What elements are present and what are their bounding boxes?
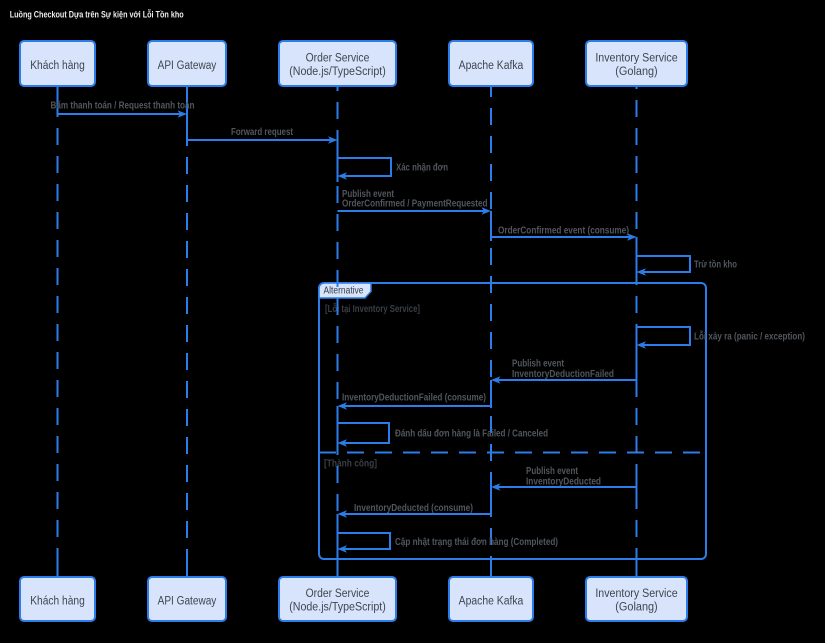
svg-text:Cập nhật trạng thái đơn hàng (: Cập nhật trạng thái đơn hàng (Completed) [395, 537, 558, 548]
svg-text:API Gateway: API Gateway [158, 60, 217, 72]
svg-text:Inventory Service: Inventory Service [595, 53, 677, 65]
svg-text:Đánh dấu đơn hàng là Failed /: Đánh dấu đơn hàng là Failed / Canceled [395, 428, 548, 440]
svg-text:Apache Kafka: Apache Kafka [459, 60, 524, 72]
svg-text:Publish event: Publish event [512, 359, 565, 370]
svg-text:InventoryDeductionFailed (cons: InventoryDeductionFailed (consume) [342, 393, 486, 404]
svg-text:OrderConfirmed event (consume): OrderConfirmed event (consume) [498, 226, 629, 237]
svg-text:API Gateway: API Gateway [158, 596, 217, 608]
svg-text:(Node.js/TypeScript): (Node.js/TypeScript) [289, 66, 386, 78]
svg-text:InventoryDeductionFailed: InventoryDeductionFailed [512, 369, 614, 380]
svg-text:Order Service: Order Service [306, 53, 370, 65]
svg-text:Xác nhận đơn: Xác nhận đơn [396, 163, 448, 174]
svg-text:Alternative: Alternative [324, 286, 364, 297]
svg-text:(Golang): (Golang) [615, 602, 658, 614]
svg-text:(Node.js/TypeScript): (Node.js/TypeScript) [289, 602, 386, 614]
svg-text:[Lỗi tại Inventory Service]: [Lỗi tại Inventory Service] [325, 302, 420, 315]
svg-text:Forward request: Forward request [231, 127, 294, 138]
svg-text:Inventory Service: Inventory Service [595, 588, 677, 600]
svg-text:Apache Kafka: Apache Kafka [459, 596, 524, 608]
svg-text:Luồng Checkout Dựa trên Sự kiệ: Luồng Checkout Dựa trên Sự kiện với Lỗi … [10, 10, 184, 21]
svg-text:Publish event: Publish event [342, 189, 395, 200]
svg-text:[Thành công]: [Thành công] [324, 458, 377, 470]
svg-text:Lỗi xảy ra (panic / exception): Lỗi xảy ra (panic / exception) [694, 330, 805, 343]
svg-text:OrderConfirmed / PaymentReques: OrderConfirmed / PaymentRequested [342, 199, 488, 210]
svg-text:Publish event: Publish event [526, 466, 579, 477]
svg-text:Order Service: Order Service [306, 588, 370, 600]
svg-text:Khách hàng: Khách hàng [30, 60, 85, 72]
svg-text:InventoryDeducted: InventoryDeducted [526, 477, 601, 488]
svg-text:Bấm thanh toán / Request thanh: Bấm thanh toán / Request thanh toán [51, 100, 195, 112]
svg-text:(Golang): (Golang) [615, 66, 658, 78]
svg-text:InventoryDeducted (consume): InventoryDeducted (consume) [354, 503, 473, 514]
svg-text:Trừ tồn kho: Trừ tồn kho [694, 259, 737, 271]
svg-text:Khách hàng: Khách hàng [30, 596, 85, 608]
